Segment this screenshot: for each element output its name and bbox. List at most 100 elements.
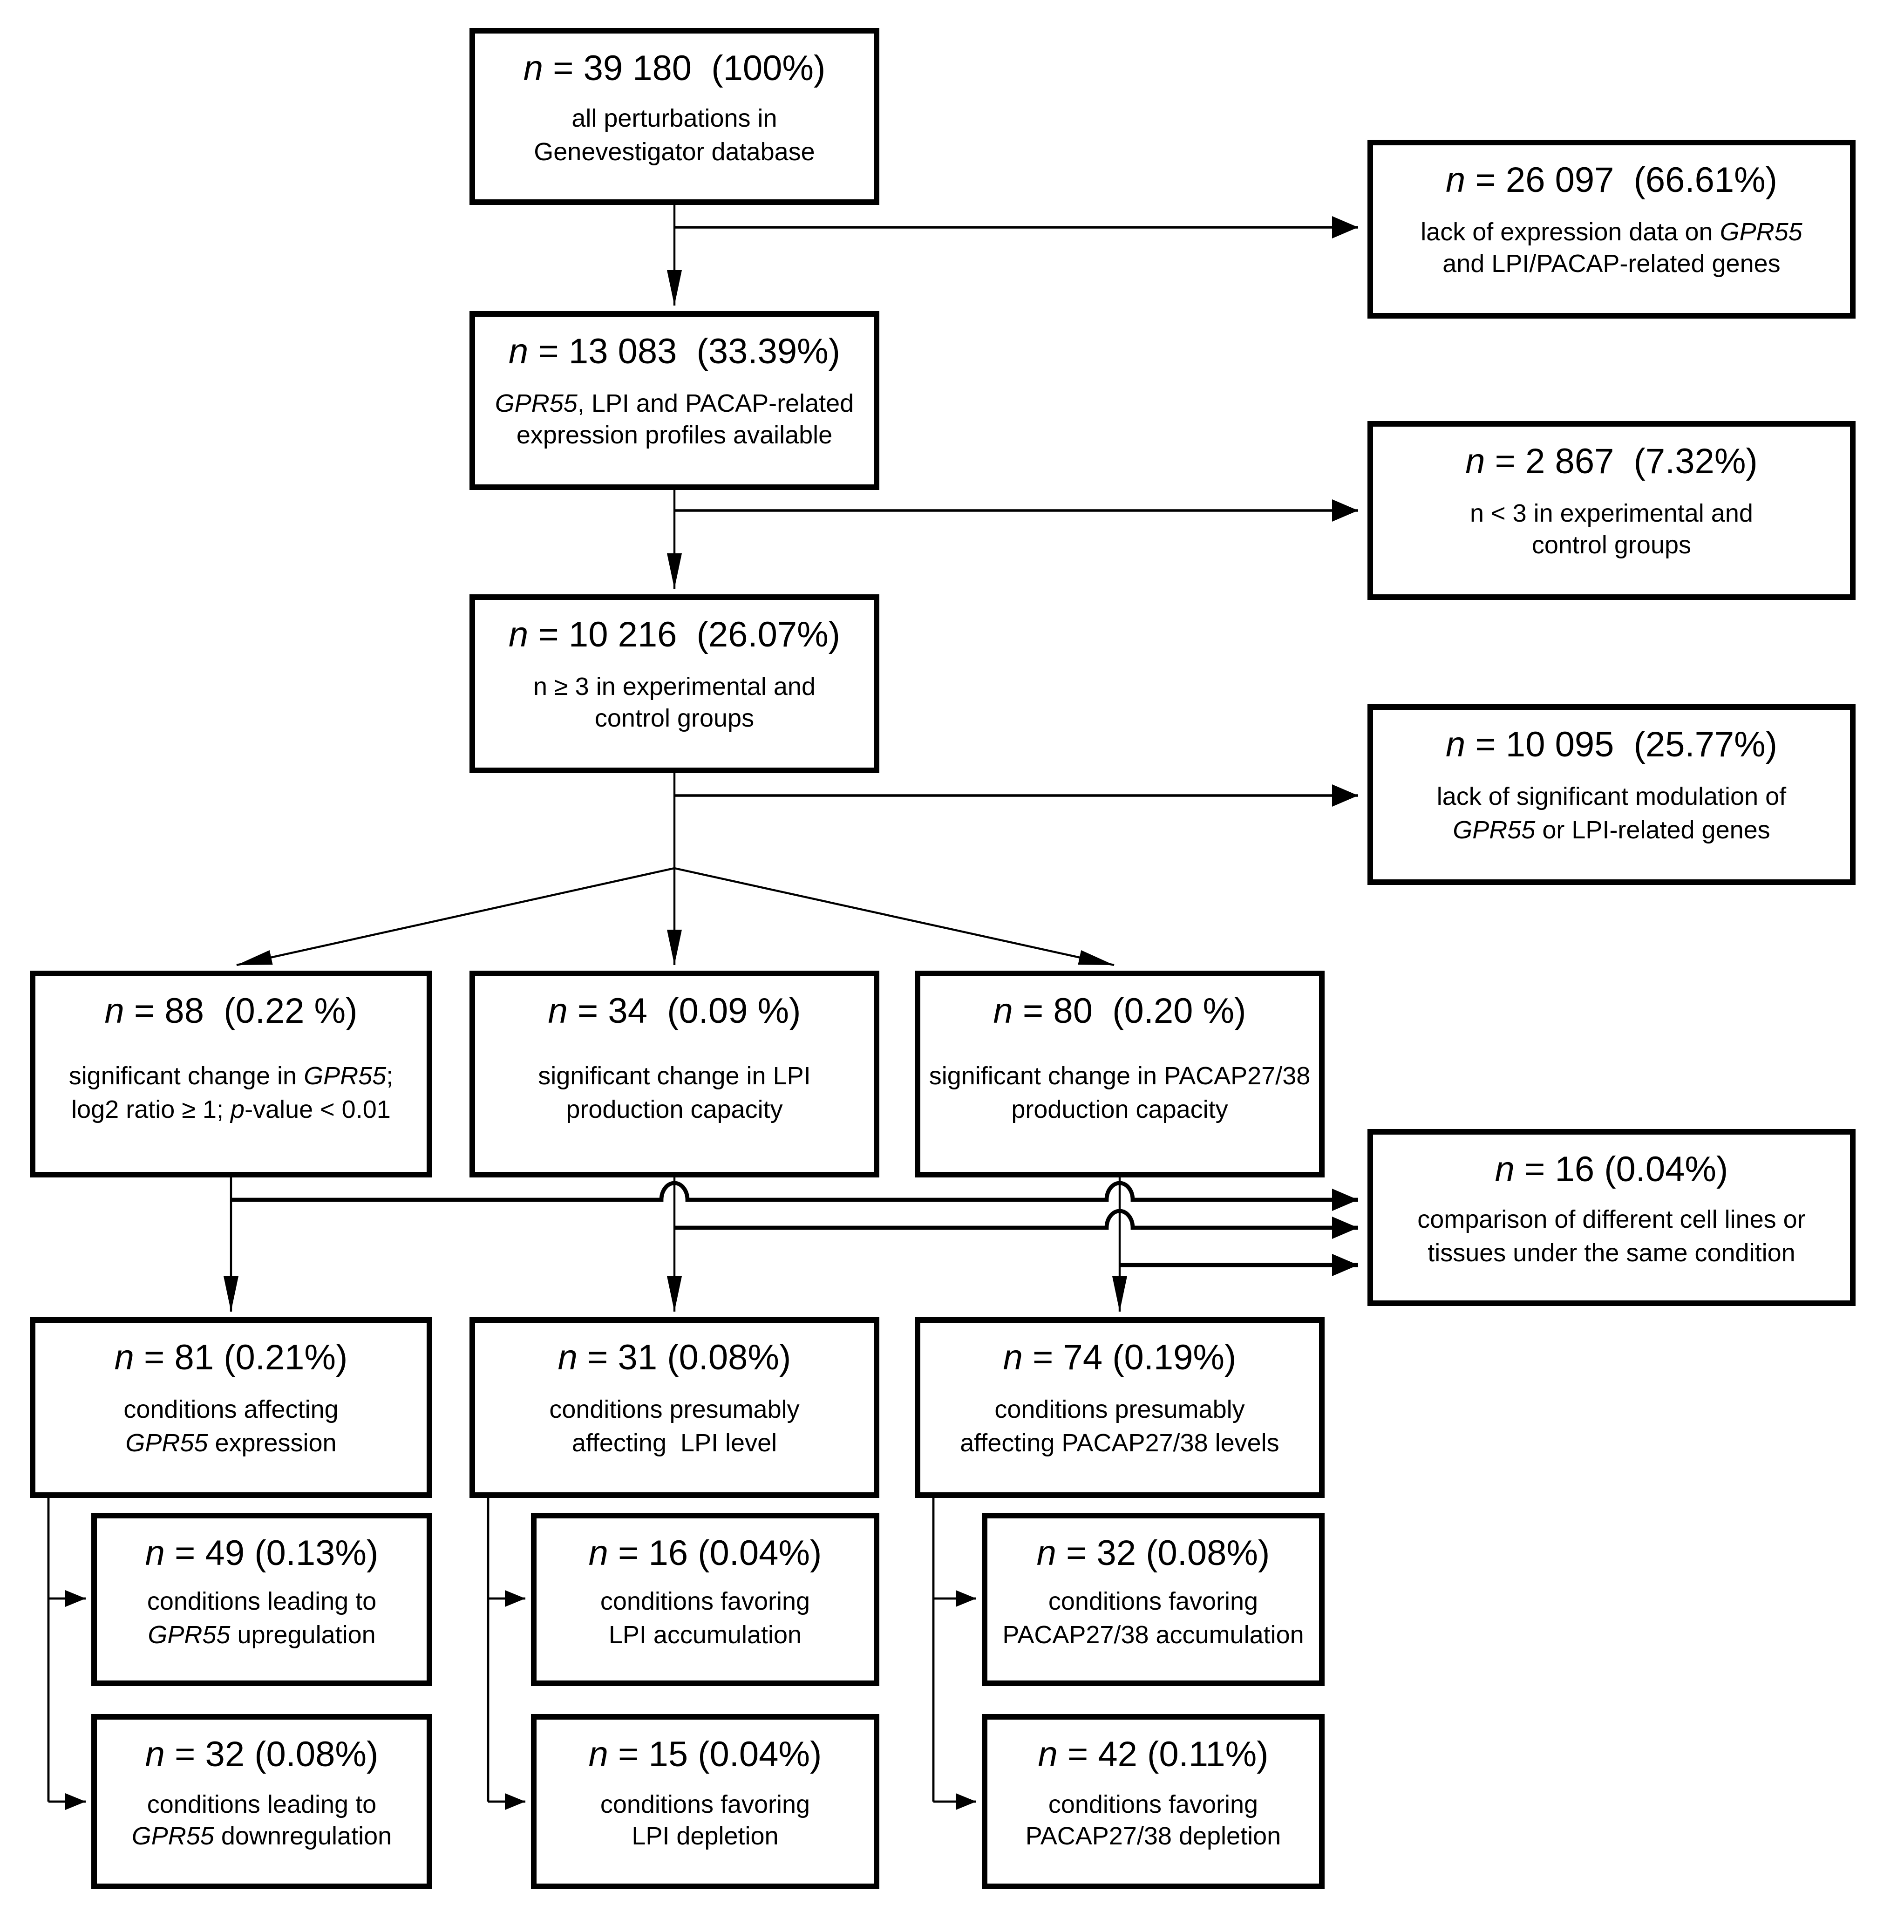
- italic-text: n: [1495, 1151, 1515, 1190]
- box-label-line: conditions affecting: [123, 1394, 338, 1427]
- text: conditions favoring: [1048, 1587, 1258, 1616]
- box-label-line: conditions favoring: [600, 1788, 810, 1821]
- box-count: n = 80 (0.20 %): [993, 993, 1246, 1034]
- text: = 13 083 (33.39%): [528, 333, 840, 373]
- box-label-line: comparison of different cell lines or: [1417, 1204, 1805, 1237]
- text: conditions favoring: [600, 1587, 810, 1616]
- box-label-line: conditions leading to: [147, 1585, 376, 1619]
- box-count: n = 16 (0.04%): [1495, 1151, 1728, 1192]
- box-label-line: n ≥ 3 in experimental and: [533, 670, 816, 703]
- text: = 31 (0.08%): [577, 1340, 791, 1379]
- italic-text: n: [588, 1535, 608, 1574]
- box-label-line: significant change in LPI: [538, 1060, 810, 1093]
- text: all perturbations in: [571, 104, 777, 133]
- italic-text: GPR55: [148, 1620, 231, 1649]
- box-label-line: expression profiles available: [495, 420, 854, 453]
- italic-text: p: [231, 1095, 245, 1123]
- box-label: significant change in LPI production capa…: [538, 1060, 810, 1127]
- box-label-line: production capacity: [929, 1094, 1311, 1127]
- text: conditions presumably: [994, 1395, 1245, 1424]
- box-label: conditions leading to GPR55 upregulation: [147, 1585, 376, 1652]
- text: PACAP27/38 depletion: [1025, 1823, 1281, 1851]
- text: significant change in LPI: [538, 1062, 811, 1090]
- flow-box-gpr55-significant-change: n = 88 (0.22 %) significant change in GP…: [30, 971, 432, 1177]
- connector-fan-to-gpr55-sig: [236, 867, 675, 966]
- box-label-line: log2 ratio ≥ 1; p-value < 0.01: [69, 1094, 394, 1127]
- box-count: n = 31 (0.08%): [558, 1340, 791, 1380]
- text: production capacity: [566, 1095, 783, 1123]
- text: = 42 (0.11%): [1057, 1736, 1269, 1776]
- box-label-line: GPR55, LPI and PACAP-related: [495, 387, 854, 420]
- flow-box-excluded-no-expression-data: n = 26 097 (66.61%) lack of expression d…: [1367, 140, 1856, 319]
- text: affecting PACAP27/38 levels: [960, 1429, 1279, 1457]
- text: = 74 (0.19%): [1022, 1340, 1237, 1379]
- box-count: n = 32 (0.08%): [145, 1736, 379, 1777]
- italic-text: GPR55: [131, 1823, 214, 1851]
- text: , LPI and PACAP-related: [577, 388, 854, 417]
- italic-text: n: [558, 1340, 578, 1379]
- flow-box-gpr55-upregulation: n = 49 (0.13%) conditions leading to GPR5…: [91, 1513, 432, 1686]
- box-count: n = 34 (0.09 %): [548, 993, 801, 1034]
- text: upregulation: [230, 1620, 376, 1649]
- italic-text: n: [114, 1340, 134, 1379]
- box-label-line: conditions favoring: [600, 1585, 810, 1619]
- text: affecting LPI level: [571, 1429, 777, 1457]
- box-label-line: affecting LPI level: [549, 1427, 799, 1460]
- box-label-line: conditions leading to: [132, 1788, 392, 1821]
- text: and LPI/PACAP-related genes: [1442, 250, 1781, 279]
- text: = 80 (0.20 %): [1013, 993, 1246, 1032]
- text: = 2 867 (7.32%): [1485, 443, 1758, 483]
- flow-box-n-at-least-3: n = 10 216 (26.07%) n ≥ 3 in experimenta…: [469, 594, 879, 773]
- italic-text: n: [509, 333, 529, 373]
- box-label-line: PACAP27/38 accumulation: [1002, 1619, 1304, 1652]
- box-label-line: and LPI/PACAP-related genes: [1421, 249, 1802, 282]
- box-label: significant change in GPR55;log2 ratio ≥…: [69, 1060, 394, 1127]
- box-label-line: conditions favoring: [1026, 1788, 1281, 1821]
- text: = 15 (0.04%): [608, 1736, 822, 1776]
- italic-text: n: [993, 993, 1013, 1032]
- italic-text: n: [1038, 1736, 1058, 1776]
- box-label: all perturbations in Genevestigator datab…: [534, 102, 815, 169]
- flow-box-gpr55-downregulation: n = 32 (0.08%) conditions leading to GPR5…: [91, 1714, 432, 1889]
- text: = 16 (0.04%): [1514, 1151, 1728, 1190]
- box-label-line: LPI accumulation: [600, 1619, 810, 1652]
- italic-text: n: [104, 993, 124, 1032]
- text: conditions leading to: [147, 1587, 377, 1616]
- box-label-line: Genevestigator database: [534, 136, 815, 169]
- text: = 32 (0.08%): [164, 1736, 379, 1776]
- italic-text: n: [523, 50, 543, 89]
- box-count: n = 88 (0.22 %): [105, 993, 358, 1034]
- text: conditions affecting: [123, 1395, 339, 1424]
- box-label-line: control groups: [1470, 530, 1753, 563]
- box-label-line: GPR55 upregulation: [147, 1619, 376, 1652]
- flow-box-pacap-significant-change: n = 80 (0.20 %) significant change in PA…: [915, 971, 1325, 1177]
- box-count: n = 10 216 (26.07%): [509, 617, 840, 657]
- box-label-line: conditions favoring: [1002, 1585, 1304, 1619]
- italic-text: n: [1446, 727, 1466, 766]
- text: conditions leading to: [147, 1789, 377, 1818]
- box-count: n = 49 (0.13%): [145, 1535, 379, 1576]
- text: = 16 (0.04%): [608, 1535, 822, 1574]
- text: = 81 (0.21%): [134, 1340, 348, 1379]
- box-label-line: conditions presumably: [960, 1394, 1279, 1427]
- text: ;: [386, 1062, 394, 1090]
- box-count: n = 81 (0.21%): [115, 1340, 348, 1380]
- box-label-line: lack of significant modulation of: [1437, 781, 1786, 814]
